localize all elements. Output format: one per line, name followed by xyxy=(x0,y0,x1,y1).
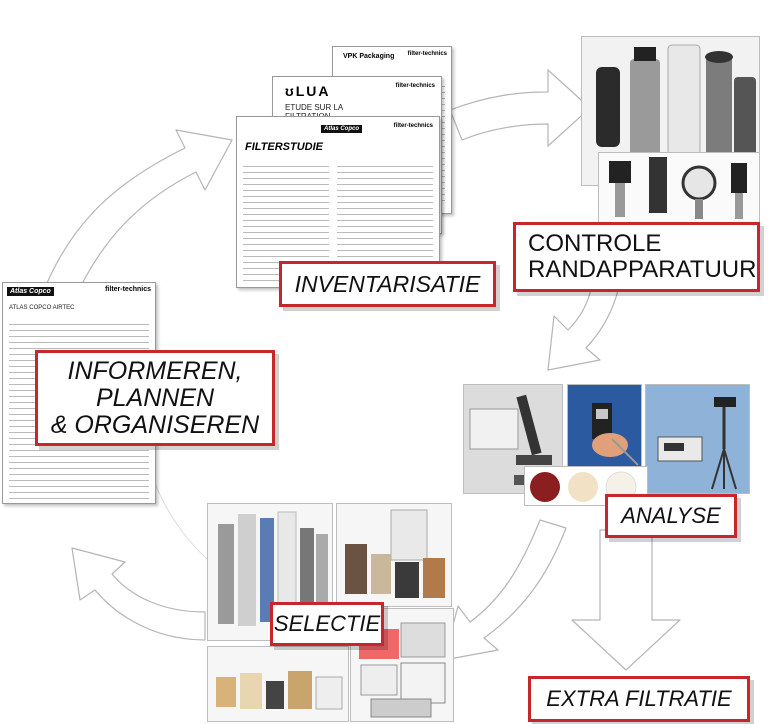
arrow-to-extra-filtratie xyxy=(571,529,681,671)
step-label-inventarisatie: INVENTARISATIE xyxy=(279,261,496,307)
atlas-address: ATLAS COPCO AIRTEC xyxy=(9,305,75,311)
step-line: INFORMEREN, xyxy=(67,356,243,385)
sensors-photo xyxy=(598,152,760,226)
arrow-to-selectie xyxy=(443,519,567,661)
arrow-to-informeren xyxy=(71,547,206,641)
arrow-to-inventarisatie xyxy=(39,129,233,306)
round-filters-photo xyxy=(207,646,349,722)
step-label-informeren: INFORMEREN, PLANNEN & ORGANISEREN xyxy=(35,350,275,446)
filter-technics-logo-front: filter-technics xyxy=(393,123,433,129)
step-line: PLANNEN xyxy=(95,383,215,412)
filter-technics-logo-vpk: filter-technics xyxy=(407,51,447,57)
arrow-to-controle xyxy=(449,69,591,147)
atlas-copco-logo: Atlas Copco xyxy=(7,287,54,296)
atlas-copco-logo-small: Atlas Copco xyxy=(321,125,363,133)
step-line: ANALYSE xyxy=(621,503,721,528)
filter-technics-logo-etude: filter-technics xyxy=(395,83,435,89)
step-line: EXTRA FILTRATIE xyxy=(546,686,732,711)
step-line: INVENTARISATIE xyxy=(294,270,481,297)
step-label-extra-filtratie: EXTRA FILTRATIE xyxy=(528,676,750,722)
step-label-analyse: ANALYSE xyxy=(605,494,737,538)
microscope-photo xyxy=(463,384,563,494)
vpk-logo: VPK Packaging xyxy=(343,53,395,60)
step-label-selectie: SELECTIE xyxy=(270,602,384,646)
step-line: RANDAPPARATUUR xyxy=(528,256,757,283)
filterstudie-title: FILTERSTUDIE xyxy=(245,141,324,153)
step-line: CONTROLE xyxy=(528,230,662,257)
filter-assortment-photo xyxy=(336,503,452,607)
step-label-controle: CONTROLE RANDAPPARATUUR xyxy=(513,222,760,292)
ulva-logo: ʊLUA xyxy=(285,83,331,99)
step-line: SELECTIE xyxy=(273,611,381,636)
tester-in-hand-photo xyxy=(567,384,642,468)
measuring-device-photo xyxy=(645,384,750,494)
filter-technics-logo: filter-technics xyxy=(105,286,151,293)
filterstudie-document: FILTERSTUDIE Atlas Copco filter-technics xyxy=(236,116,440,288)
step-line: & ORGANISEREN xyxy=(50,410,260,439)
